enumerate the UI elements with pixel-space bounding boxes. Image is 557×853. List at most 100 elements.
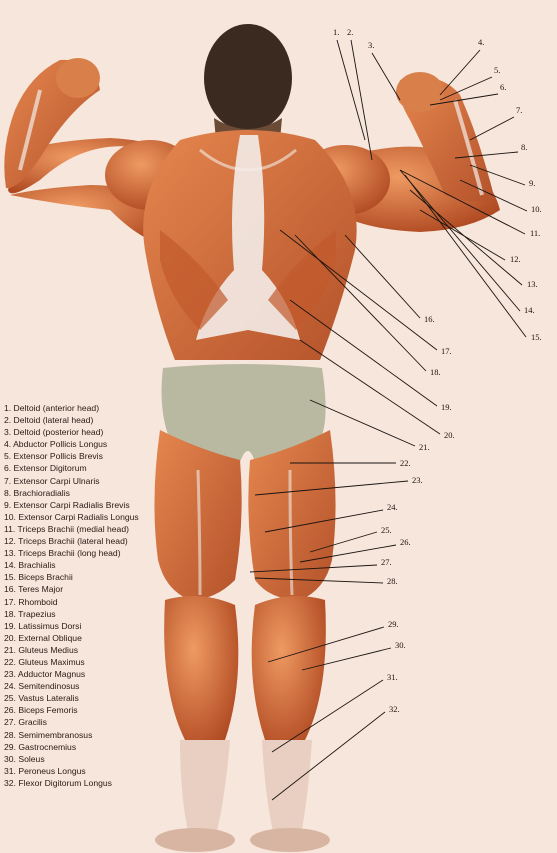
leader-line bbox=[279, 229, 438, 351]
legend-item: 24. Semitendinosus bbox=[4, 681, 80, 692]
leader-line bbox=[439, 76, 493, 101]
spine-tendon bbox=[196, 135, 300, 340]
legend-item: 4. Abductor Pollicis Longus bbox=[4, 439, 108, 450]
legend-item: 23. Adductor Magnus bbox=[4, 669, 86, 680]
leader-line bbox=[271, 711, 386, 801]
legend-item: 3. Deltoid (posterior head) bbox=[4, 427, 104, 438]
number-label: 1. bbox=[333, 27, 339, 37]
number-label: 12. bbox=[510, 254, 521, 264]
leader-line bbox=[459, 179, 528, 212]
legend-item: 21. Gluteus Medius bbox=[4, 644, 79, 655]
legend-item: 8. Brachioradialis bbox=[4, 487, 70, 498]
leader-line bbox=[344, 234, 421, 319]
legend-item: 1. Deltoid (anterior head) bbox=[4, 403, 100, 413]
leader-line bbox=[399, 169, 521, 312]
number-label: 18. bbox=[430, 367, 441, 377]
right-thigh bbox=[248, 430, 336, 600]
right-calf bbox=[251, 596, 326, 750]
number-label: 26. bbox=[400, 537, 411, 547]
legend-item: 19. Latissimus Dorsi bbox=[4, 620, 82, 631]
legend-item: 31. Peroneus Longus bbox=[4, 765, 86, 776]
legend-item: 13. Triceps Brachii (long head) bbox=[4, 548, 121, 559]
leader-line bbox=[301, 647, 392, 671]
legend-item: 10. Extensor Carpi Radialis Longus bbox=[4, 511, 139, 522]
number-label: 29. bbox=[388, 619, 399, 629]
legend-item: 16. Teres Major bbox=[4, 584, 64, 595]
number-label: 20. bbox=[444, 430, 455, 440]
number-label: 23. bbox=[412, 475, 423, 485]
legend-item: 7. Extensor Carpi Ulnaris bbox=[4, 475, 100, 486]
leader-line bbox=[289, 299, 438, 407]
legend-item: 29. Gastrocnemius bbox=[4, 741, 77, 752]
number-label: 16. bbox=[424, 314, 435, 324]
number-label: 3. bbox=[368, 40, 374, 50]
leader-line bbox=[309, 399, 416, 447]
leader-line bbox=[429, 93, 499, 106]
number-labels: 1. 2. 3. 4. 5.6. 7. 8. 9. 10. 11. 12. 13. 14. 15. 16. 1… bbox=[333, 27, 542, 714]
legend-item: 26. Biceps Femoris bbox=[4, 705, 78, 716]
number-label: 11. bbox=[530, 228, 540, 238]
number-label: 24. bbox=[387, 502, 398, 512]
legend-item: 15. Biceps Brachii bbox=[4, 572, 73, 583]
head bbox=[204, 24, 292, 132]
number-label: 6. bbox=[500, 82, 506, 92]
legend-item: 17. Rhomboid bbox=[4, 596, 58, 607]
number-label: 10. bbox=[531, 204, 542, 214]
number-label: 17. bbox=[441, 346, 452, 356]
leader-line bbox=[309, 531, 378, 553]
number-label: 8. bbox=[521, 142, 527, 152]
number-label: 13. bbox=[527, 279, 538, 289]
legend-item: 32. Flexor Digitorum Longus bbox=[4, 777, 112, 788]
legend-item: 12. Triceps Brachii (lateral head) bbox=[4, 536, 128, 547]
number-label: 25. bbox=[381, 525, 392, 535]
number-label: 31. bbox=[387, 672, 398, 682]
legend-item: 27. Gracilis bbox=[4, 717, 47, 728]
number-label: 32. bbox=[389, 704, 400, 714]
legend-item: 11. Triceps Brachii (medial head) bbox=[4, 523, 129, 534]
legend-item: 2. Deltoid (lateral head) bbox=[4, 415, 94, 426]
number-label: 14. bbox=[524, 305, 535, 315]
leader-line bbox=[254, 577, 384, 584]
right-fist bbox=[396, 72, 444, 112]
legend-item: 22. Gluteus Maximus bbox=[4, 656, 85, 667]
leader-line bbox=[264, 509, 384, 533]
legend-item: 28. Semimembranosus bbox=[4, 729, 93, 740]
number-label: 22. bbox=[400, 458, 411, 468]
leader-line bbox=[439, 49, 481, 96]
leader-line bbox=[469, 116, 515, 141]
number-label: 9. bbox=[529, 178, 535, 188]
number-label: 5. bbox=[494, 65, 500, 75]
number-label: 30. bbox=[395, 640, 406, 650]
muscle-legend: 1. Deltoid (anterior head) 2. Deltoid (la… bbox=[4, 402, 154, 789]
leader-line bbox=[454, 151, 519, 159]
leader-line bbox=[350, 39, 373, 161]
legend-item: 5. Extensor Pollicis Brevis bbox=[4, 451, 103, 462]
number-label: 2. bbox=[347, 27, 353, 37]
leader-line bbox=[254, 480, 409, 496]
leader-line bbox=[336, 39, 366, 141]
number-label: 19. bbox=[441, 402, 452, 412]
leader-line bbox=[294, 234, 427, 372]
legend-item: 25. Vastus Lateralis bbox=[4, 693, 79, 704]
legend-item: 20. External Oblique bbox=[4, 632, 82, 643]
leader-lines bbox=[249, 39, 528, 801]
legend-item: 18. Trapezius bbox=[4, 608, 56, 619]
number-label: 7. bbox=[516, 105, 522, 115]
leader-line bbox=[249, 564, 378, 573]
legend-item: 14. Brachialis bbox=[4, 560, 56, 571]
leader-line bbox=[409, 189, 523, 286]
leader-line bbox=[299, 339, 441, 435]
legend-item: 6. Extensor Digitorum bbox=[4, 463, 87, 474]
leader-line bbox=[371, 52, 401, 101]
number-label: 28. bbox=[387, 576, 398, 586]
leader-line bbox=[469, 164, 526, 186]
left-fist bbox=[56, 58, 100, 98]
number-label: 15. bbox=[531, 332, 542, 342]
number-label: 4. bbox=[478, 37, 484, 47]
legend-item: 9. Extensor Carpi Radialis Brevis bbox=[4, 499, 130, 510]
leader-line bbox=[399, 169, 526, 235]
number-label: 27. bbox=[381, 557, 392, 567]
left-upper-arm bbox=[8, 138, 170, 194]
leader-line bbox=[271, 679, 384, 753]
